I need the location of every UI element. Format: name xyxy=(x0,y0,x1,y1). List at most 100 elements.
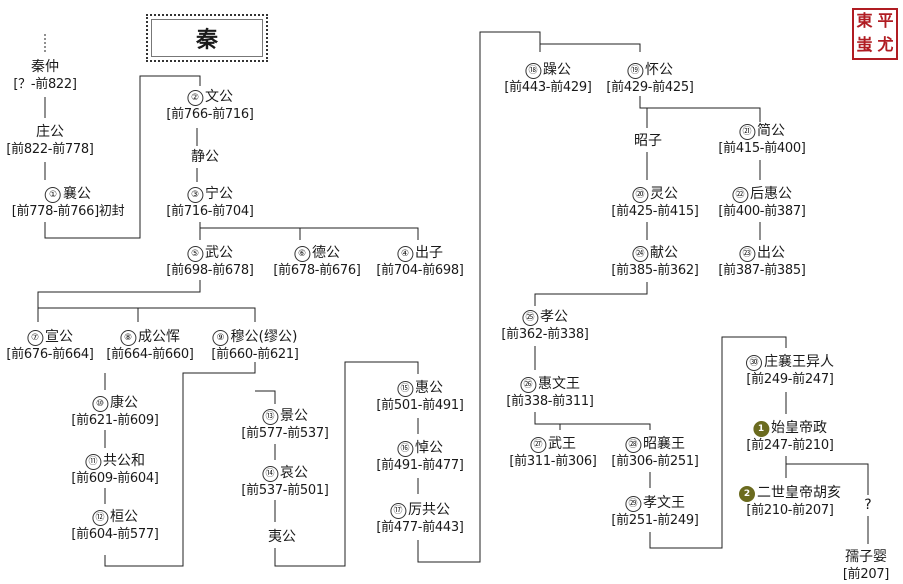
node-name: 悼公 xyxy=(414,440,443,456)
node-reign: [前698-前678] xyxy=(166,263,254,278)
node-reign: [前822-前778] xyxy=(6,142,94,157)
node-reign: [前704-前698] xyxy=(376,263,464,278)
node-name: 惠文王 xyxy=(537,376,580,392)
node-reign: [前210-前207] xyxy=(746,503,834,518)
node-name: 桓公 xyxy=(109,509,138,525)
node-name: 出子 xyxy=(414,245,443,261)
order-number: ⑳ xyxy=(631,187,648,203)
order-number: ① xyxy=(45,187,61,203)
node-name: 二世皇帝胡亥 xyxy=(757,485,841,501)
order-number: ⑬ xyxy=(261,409,278,425)
order-number: ⑥ xyxy=(293,246,310,262)
order-number: ㉓ xyxy=(738,246,755,262)
node-name: 昭子 xyxy=(634,133,662,149)
node-name: 躁公 xyxy=(542,62,571,78)
order-number: ⑮ xyxy=(396,381,413,397)
order-number: ⑱ xyxy=(524,63,541,79)
node-name: 宁公 xyxy=(204,186,233,202)
node-reign: [前400-前387] xyxy=(718,204,806,219)
node-reign: [前306-前251] xyxy=(611,454,699,469)
seal-char-2: 平 xyxy=(877,11,894,30)
order-number: ⑦ xyxy=(26,330,43,346)
node-reign: [前477-前443] xyxy=(376,520,464,535)
node-zhuanggong: 庄公 [前822-前778] xyxy=(6,123,93,159)
node-name: 武王 xyxy=(547,436,576,452)
node-name: 夷公 xyxy=(268,529,296,545)
node-qinzhong: 秦仲 [？-前822] xyxy=(13,58,77,94)
node-name: 秦仲 xyxy=(31,59,59,75)
order-number: ㉗ xyxy=(529,437,546,453)
node-name: 庄公 xyxy=(35,124,64,140)
order-number: ⑧ xyxy=(119,330,136,346)
node-reign: [前425-前415] xyxy=(611,204,699,219)
node-ziying: 孺子婴 [前207] xyxy=(843,548,889,584)
node-reign: [前766-前716] xyxy=(166,107,254,122)
node-reign: [前660-前621] xyxy=(211,347,299,362)
node-reign: [前207] xyxy=(842,567,890,582)
order-number: ㉑ xyxy=(738,124,755,140)
node-reign: [前609-前604] xyxy=(71,471,159,486)
node-name: 成公恽 xyxy=(137,329,180,345)
node-name: 德公 xyxy=(311,245,340,261)
node-name: 灵公 xyxy=(649,186,678,202)
order-number: ⑭ xyxy=(261,466,278,482)
node-zhaozi: 昭子 xyxy=(634,132,662,150)
node-reign: [前311-前306] xyxy=(509,454,597,469)
node-reign: [？-前822] xyxy=(13,77,77,92)
node-reign: [前247-前210] xyxy=(746,438,834,453)
node-yigong: 夷公 xyxy=(268,528,296,546)
order-number: ㉙ xyxy=(624,496,641,512)
node-reign: [前778-前766]初封 xyxy=(11,204,125,219)
node-reign: [前362-前338] xyxy=(501,327,589,342)
node-reign: [前443-前429] xyxy=(504,80,592,95)
order-number: ② xyxy=(186,90,203,106)
node-reign: [前678-前676] xyxy=(273,263,361,278)
seal-char-1: 東 xyxy=(856,11,873,30)
node-reign: [前577-前537] xyxy=(241,426,329,441)
node-reign: [前415-前400] xyxy=(718,141,806,156)
node-name: 孺子婴 xyxy=(844,549,887,565)
node-reign: [前251-前249] xyxy=(611,513,699,528)
order-number: ⑰ xyxy=(389,503,406,519)
order-number: ③ xyxy=(186,187,203,203)
order-number: ㉚ xyxy=(746,355,762,371)
node-name: 文公 xyxy=(204,89,233,105)
node-unknown: ? xyxy=(864,496,871,514)
node-name: 宣公 xyxy=(44,329,73,345)
order-number: ⑫ xyxy=(91,510,108,526)
node-reign: [前604-前577] xyxy=(71,527,159,542)
node-name: 武公 xyxy=(204,245,233,261)
node-reign: [前664-前660] xyxy=(106,347,194,362)
order-number: ㉘ xyxy=(624,437,641,453)
node-reign: [前491-前477] xyxy=(376,458,464,473)
emperor-number: 2 xyxy=(739,486,755,502)
order-number: ㉔ xyxy=(631,246,648,262)
node-name: 后惠公 xyxy=(749,186,792,202)
node-name: 襄公 xyxy=(63,186,91,202)
node-name: ? xyxy=(864,497,872,513)
order-number: ⑩ xyxy=(91,396,108,412)
node-reign: [前537-前501] xyxy=(241,483,329,498)
